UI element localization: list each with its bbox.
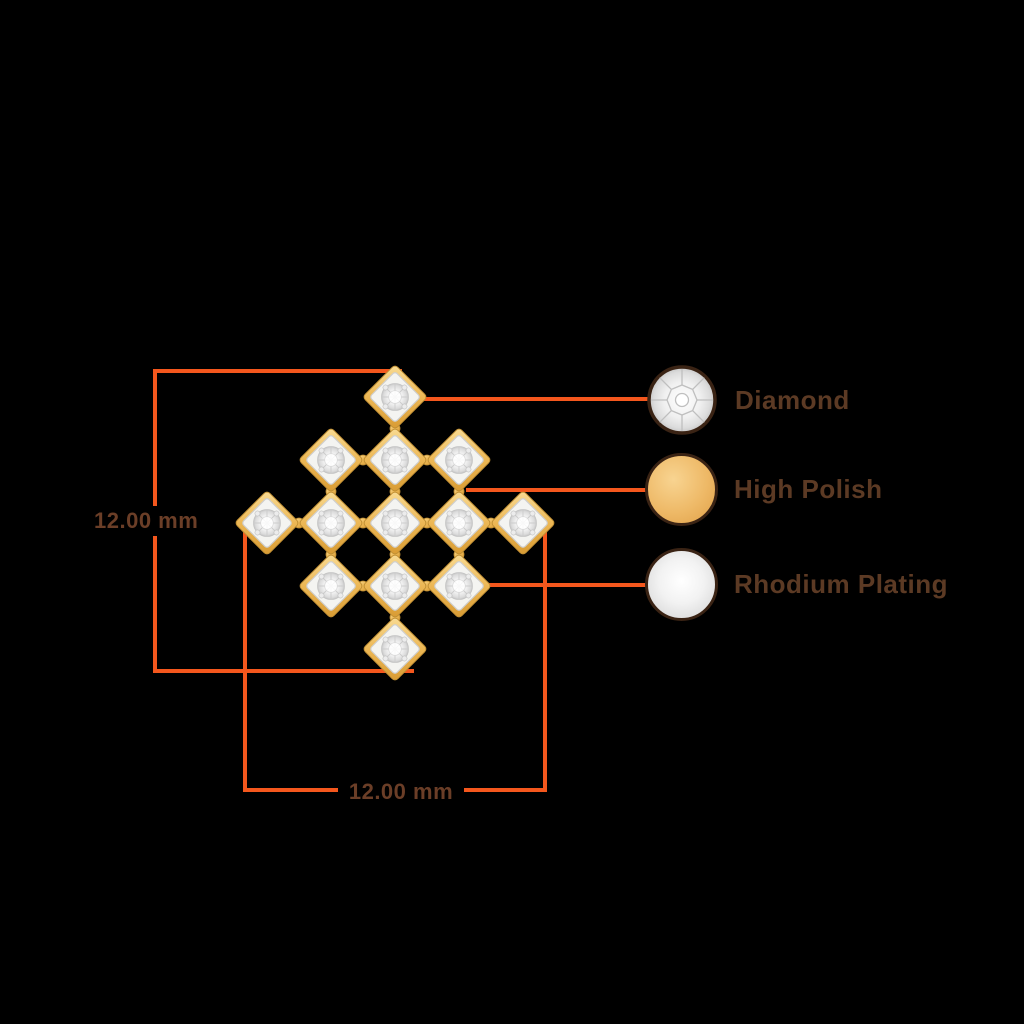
earring-stone xyxy=(425,552,493,620)
earring-stone xyxy=(361,552,429,620)
earring-stone xyxy=(297,489,365,557)
earring-stone xyxy=(297,552,365,620)
gold-swatch-icon xyxy=(645,453,718,526)
silver-swatch-icon xyxy=(645,548,718,621)
earring-stone-lattice xyxy=(233,363,557,683)
earring-stone xyxy=(425,489,493,557)
height-dimension-label: 12.00 mm xyxy=(88,506,205,536)
earring-stone xyxy=(361,363,429,431)
legend-item-high-polish: High Polish xyxy=(645,453,883,526)
width-dimension-label: 12.00 mm xyxy=(338,777,464,807)
legend-label-diamond: Diamond xyxy=(735,384,850,415)
legend-item-rhodium-plating: Rhodium Plating xyxy=(645,548,948,621)
earring-stone xyxy=(297,426,365,494)
legend-label-rhodium-plating: Rhodium Plating xyxy=(734,569,949,599)
legend-item-diamond: Diamond xyxy=(645,363,850,437)
earring-stone xyxy=(361,426,429,494)
earring-stone xyxy=(425,426,493,494)
legend-label-high-polish: High Polish xyxy=(734,474,883,504)
earring-stone xyxy=(361,489,429,557)
diamond-swatch-icon xyxy=(647,365,717,435)
